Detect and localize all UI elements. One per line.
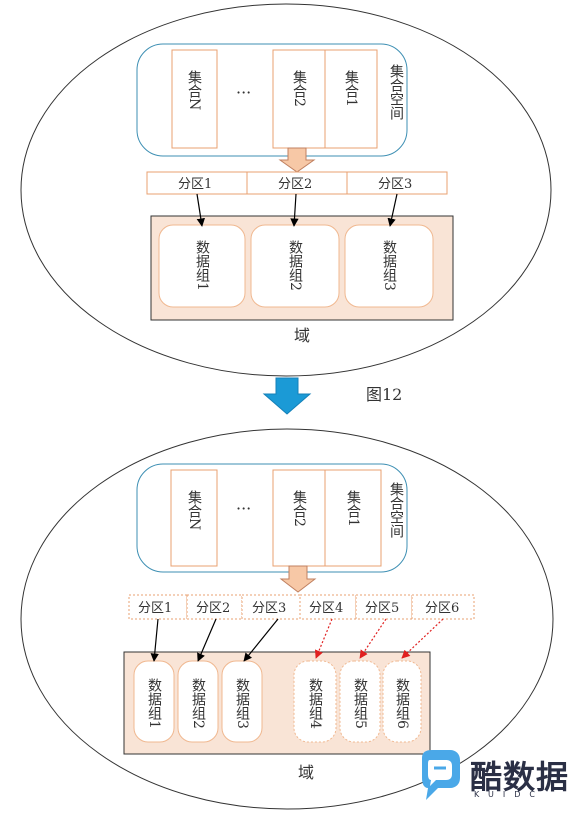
top-partition-1-label: 分区1 (178, 177, 212, 192)
top-diagram: 集合N ··· 集合2 集合1 集合空间 分区1 分区2 分区3 数据组1 数据… (20, 3, 552, 377)
down-arrow-icon (262, 377, 312, 415)
bottom-arrow-4 (314, 618, 333, 659)
bottom-domain-label: 域 (298, 763, 314, 782)
bottom-partition-1 (128, 594, 188, 620)
bottom-group-3-label: 数据组3 (234, 678, 250, 729)
bottom-partition-1-label: 分区1 (138, 601, 172, 616)
bottom-collection-1-label: 集合1 (345, 489, 361, 527)
bottom-group-6 (382, 660, 422, 743)
bottom-collection-space (136, 463, 408, 573)
bottom-collection-n-box (170, 469, 218, 567)
top-partition-row: 分区1 分区2 分区3 (146, 171, 448, 195)
top-collection-space-label: 集合空间 (388, 63, 404, 121)
top-group-2-label: 数据组2 (287, 240, 303, 291)
top-hollow-arrow (278, 147, 316, 173)
top-group-1-label: 数据组1 (194, 240, 210, 291)
top-group-3-label: 数据组3 (381, 240, 397, 291)
bottom-partition-3 (241, 594, 301, 620)
top-partition-3-label: 分区3 (378, 177, 412, 192)
top-partition-2-label: 分区2 (278, 177, 312, 192)
bottom-partition-4-label: 分区4 (309, 601, 343, 616)
top-arrow-2 (290, 193, 299, 227)
bottom-group-5-label: 数据组5 (352, 678, 368, 729)
top-domain-label: 域 (294, 326, 310, 345)
bottom-collection-n-label: 集合N (186, 489, 202, 530)
top-arrow-3 (387, 193, 398, 227)
bottom-arrow-6 (401, 618, 444, 659)
bottom-outer-ellipse (20, 428, 554, 810)
bottom-group-6-label: 数据组6 (394, 678, 410, 729)
bottom-arrow-2 (197, 618, 217, 662)
bottom-arrow-3 (243, 618, 279, 662)
bottom-hollow-arrow (279, 565, 317, 593)
bottom-group-1-label: 数据组1 (146, 678, 162, 729)
top-collection-1-label: 集合1 (343, 69, 359, 107)
watermark-sub: KUIDC (474, 790, 544, 799)
bottom-partition-2 (186, 594, 243, 620)
bottom-collection-1-box (324, 469, 382, 567)
top-collection-space (136, 43, 408, 157)
watermark-logo-icon (422, 750, 460, 800)
top-collection-1-box (324, 49, 378, 149)
top-collection-2-label: 集合2 (291, 69, 307, 107)
bottom-partition-5 (355, 594, 413, 620)
bottom-collection-2-label: 集合2 (291, 489, 307, 527)
bottom-partition-5-label: 分区5 (365, 601, 399, 616)
bottom-partition-6-label: 分区6 (425, 601, 459, 616)
bottom-group-2-label: 数据组2 (190, 678, 206, 729)
bottom-group-5 (339, 660, 381, 743)
figure-caption: 图12 (366, 385, 402, 404)
top-collection-n-box (171, 49, 218, 149)
bottom-partition-row: 分区1 分区2 分区3 分区4 分区5 分区6 (128, 594, 475, 620)
bottom-ellipsis: ··· (236, 499, 251, 518)
top-outer-ellipse (20, 3, 552, 377)
top-ellipsis: ··· (236, 83, 251, 102)
bottom-diagram: 集合N ··· 集合2 集合1 集合空间 分区1 分区2 分区3 分区4 分区5… (20, 428, 554, 810)
bottom-group-3 (221, 660, 263, 743)
bottom-group-4-label: 数据组4 (307, 678, 323, 729)
top-collection-n-label: 集合N (186, 69, 202, 110)
bottom-partition-3-label: 分区3 (252, 601, 286, 616)
watermark: 酷数据 KUIDC (416, 748, 576, 808)
top-arrow-1 (196, 193, 205, 227)
bottom-group-4 (293, 660, 337, 743)
bottom-partition-2-label: 分区2 (196, 601, 230, 616)
bottom-collection-space-label: 集合空间 (388, 481, 404, 539)
watermark-name: 酷数据 (470, 758, 570, 796)
bottom-arrow-1 (150, 618, 159, 662)
